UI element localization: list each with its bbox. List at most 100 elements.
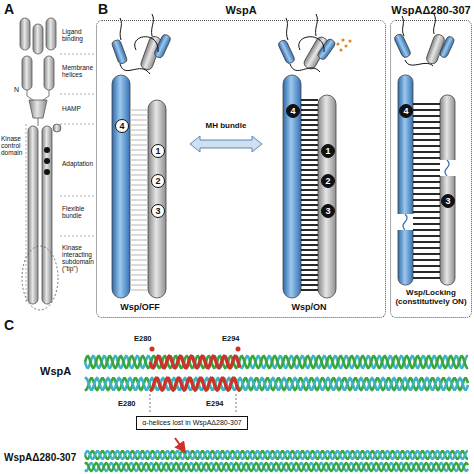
bundle-hatch bbox=[130, 109, 148, 110]
bundle-hatch bbox=[301, 164, 318, 166]
bundle-hatch bbox=[301, 109, 318, 111]
bundle-hatch bbox=[301, 239, 318, 241]
bundle-hatch bbox=[301, 104, 318, 106]
bundle-hatch bbox=[301, 179, 318, 181]
node-text: 4 bbox=[119, 121, 124, 131]
bundle-hatch bbox=[413, 127, 440, 129]
bundle-hatch bbox=[130, 169, 148, 170]
bundle-hatch bbox=[130, 144, 148, 145]
part-label: E294 bbox=[222, 335, 252, 343]
node-text: 1 bbox=[325, 146, 330, 156]
part-label: E294 bbox=[206, 400, 234, 408]
bundle-hatch bbox=[301, 194, 318, 196]
callout-number: 2 bbox=[321, 174, 335, 188]
bundle-hatch bbox=[130, 149, 148, 150]
helix-ribbon bbox=[85, 463, 468, 471]
bundle-hatch bbox=[130, 214, 148, 215]
callout-number: 4 bbox=[115, 119, 129, 133]
bundle-hatch bbox=[413, 211, 440, 213]
panel-letter: A bbox=[4, 2, 18, 17]
bundle-hatch bbox=[301, 289, 318, 291]
bundle-hatch bbox=[301, 139, 318, 141]
part-label: Kinase control domain bbox=[1, 135, 25, 156]
part-label: HAMP bbox=[62, 105, 94, 112]
bundle-hatch bbox=[130, 134, 148, 135]
helix-ribbon bbox=[85, 356, 468, 368]
bundle-hatch bbox=[301, 174, 318, 176]
helix-ribbon bbox=[85, 378, 468, 390]
bundle-hatch bbox=[130, 224, 148, 225]
bundle-hatch bbox=[413, 109, 440, 111]
node-text: 3 bbox=[325, 206, 330, 216]
bundle-hatch bbox=[413, 157, 440, 159]
part-label: MH bundle bbox=[196, 122, 256, 131]
panel-frame: WspA41234123 bbox=[96, 20, 386, 318]
bundle-hatch bbox=[301, 129, 318, 131]
bundle-hatch bbox=[130, 274, 148, 275]
bundle-hatch bbox=[130, 114, 148, 115]
bundle-hatch bbox=[130, 209, 148, 210]
bundle-hatch bbox=[130, 194, 148, 195]
helix-ribbon bbox=[85, 463, 468, 471]
node-text: 3 bbox=[155, 206, 160, 216]
callout-box: α-helices lost in WspAΔ280-307 bbox=[136, 416, 248, 430]
panel-heading: WspA bbox=[77, 4, 405, 16]
bundle-hatch bbox=[130, 124, 148, 125]
bundle-hatch bbox=[301, 229, 318, 231]
bundle-hatch bbox=[301, 204, 318, 206]
bundle-hatch bbox=[130, 264, 148, 265]
bundle-hatch bbox=[413, 193, 440, 195]
bundle-hatch bbox=[130, 119, 148, 120]
part-label: N bbox=[14, 86, 24, 94]
bundle-hatch bbox=[301, 244, 318, 246]
bundle-hatch bbox=[130, 239, 148, 240]
bundle-hatch bbox=[301, 259, 318, 261]
part-label: E280 bbox=[134, 335, 164, 343]
bundle-hatch bbox=[301, 169, 318, 171]
node-text: 1 bbox=[155, 146, 160, 156]
callout-number: 4 bbox=[399, 104, 413, 118]
bundle-hatch bbox=[130, 234, 148, 235]
node-text: 4 bbox=[290, 106, 295, 116]
bundle-hatch bbox=[301, 269, 318, 271]
bundle-hatch bbox=[130, 179, 148, 180]
part-label: E280 bbox=[118, 400, 146, 408]
bundle-hatch bbox=[301, 99, 318, 101]
bundle-hatch bbox=[413, 253, 440, 255]
part-label: Kinase interacting subdomain ("tip") bbox=[62, 244, 94, 273]
node-text: 4 bbox=[403, 106, 408, 116]
part-label: Wsp/ON bbox=[279, 303, 339, 313]
part-label: Wsp/OFF bbox=[110, 303, 170, 313]
helix-ribbon bbox=[85, 451, 468, 459]
bundle-hatch bbox=[301, 219, 318, 221]
bundle-hatch bbox=[413, 271, 440, 273]
bundle-hatch bbox=[413, 151, 440, 153]
bundle-hatch bbox=[301, 279, 318, 281]
bundle-hatch bbox=[301, 209, 318, 211]
bundle-hatch bbox=[413, 115, 440, 117]
bundle-hatch bbox=[130, 269, 148, 270]
callout-number: 1 bbox=[321, 144, 335, 158]
bundle-hatch bbox=[301, 284, 318, 286]
bundle-hatch bbox=[301, 149, 318, 151]
bundle-hatch bbox=[130, 199, 148, 200]
callout-number: 2 bbox=[151, 174, 165, 188]
part-label: WspA bbox=[40, 365, 84, 377]
bundle-hatch bbox=[130, 279, 148, 280]
bundle-hatch bbox=[413, 145, 440, 147]
helix-ribbon bbox=[150, 356, 240, 368]
panel-letter: B bbox=[98, 2, 112, 17]
part-label: Adaptation bbox=[62, 160, 94, 167]
bundle-hatch bbox=[413, 187, 440, 189]
panel-letter: C bbox=[4, 318, 18, 333]
part-label: Ligand binding bbox=[62, 28, 94, 42]
bundle-hatch bbox=[130, 189, 148, 190]
bundle-hatch bbox=[301, 199, 318, 201]
callout-number: 3 bbox=[321, 204, 335, 218]
bundle-hatch bbox=[413, 205, 440, 207]
bundle-hatch bbox=[413, 139, 440, 141]
bundle-hatch bbox=[413, 277, 440, 279]
callout-number: 1 bbox=[151, 144, 165, 158]
